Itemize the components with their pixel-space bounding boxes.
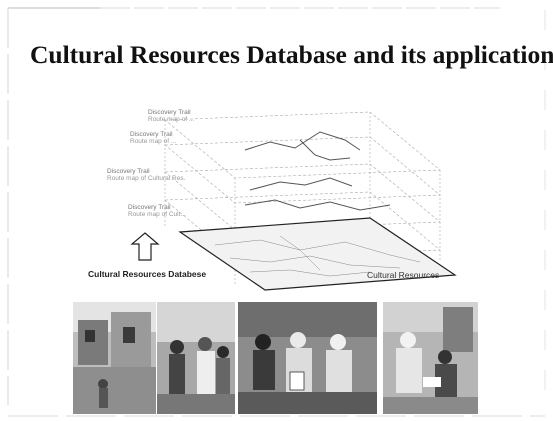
layer-3	[164, 163, 441, 231]
photo-villagers-gathering	[157, 302, 235, 414]
layer-label-2: Discovery Trail Route map of ...	[130, 131, 177, 145]
photo-village-street	[73, 302, 156, 414]
photo-interview-scene	[383, 302, 478, 414]
slide-title: Cultural Resources Database and its appl…	[30, 40, 553, 69]
layer-label-1: Discovery Trail Route map of ...	[148, 109, 195, 123]
base-map-plane	[178, 217, 457, 291]
resources-caption: Cultural Resources	[367, 270, 440, 280]
database-arrow-icon	[130, 232, 160, 261]
layer-2	[164, 136, 441, 204]
database-caption: Cultural Resources Databese	[88, 269, 207, 279]
layer-label-3: Discovery Trail Route map of Cultural Re…	[107, 168, 186, 182]
photo-workshop-seated-group	[238, 302, 377, 414]
layer-label-4: Discovery Trail Route map of Cult...	[128, 204, 186, 218]
layer-1	[164, 111, 441, 179]
